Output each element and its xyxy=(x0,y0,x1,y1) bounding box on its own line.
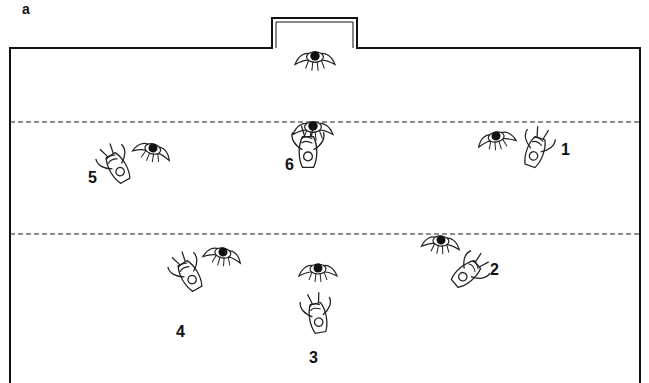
panel-letter: a xyxy=(22,2,30,16)
callout-number: 3 xyxy=(309,350,318,366)
callout-number: 5 xyxy=(88,170,97,186)
callout-number: 6 xyxy=(285,157,294,173)
callout-number: 2 xyxy=(490,262,499,278)
callout-number: 4 xyxy=(176,324,185,340)
callout-number: 1 xyxy=(561,142,570,158)
